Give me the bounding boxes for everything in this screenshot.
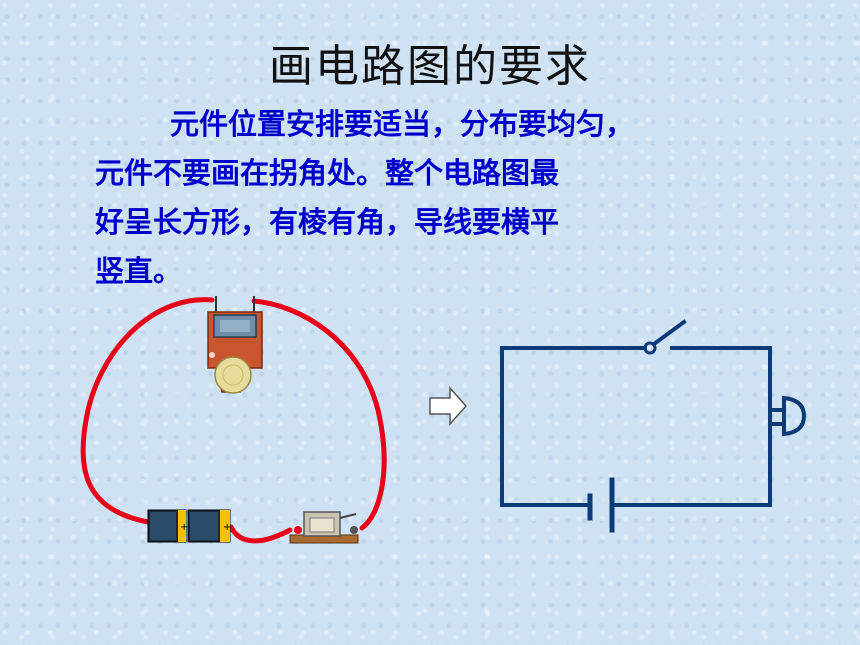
arrow-right-icon — [429, 386, 468, 426]
wire-bottom — [228, 524, 293, 544]
schematic-circuit — [500, 319, 807, 533]
text-line-2: 元件不要画在拐角处。整个电路图最 — [95, 156, 560, 190]
wire-right — [251, 298, 387, 531]
wire-left — [80, 297, 215, 525]
text-line-4: 竖直。 — [95, 254, 183, 288]
bell-icon — [207, 296, 263, 394]
schematic-wire-left — [500, 346, 647, 507]
schematic-bell — [782, 395, 807, 437]
schematic-switch-pivot — [643, 341, 657, 355]
schematic-wire-right — [670, 346, 772, 402]
requirements-text: 元件位置安排要适当，分布要均匀， 元件不要画在拐角处。整个电路图最 好呈长方形，… — [95, 100, 795, 296]
svg-text:+: + — [180, 522, 188, 533]
schematic-wire-bottom — [610, 430, 772, 507]
real-circuit — [80, 297, 387, 544]
text-line-3: 好呈长方形，有棱有角，导线要横平 — [95, 205, 560, 239]
switch-icon — [289, 511, 359, 544]
slide-title: 画电路图的要求 — [269, 41, 591, 92]
svg-text:+: + — [223, 522, 231, 533]
text-line-1: 元件位置安排要适当，分布要均匀， — [170, 107, 635, 141]
schematic-switch-blade — [651, 319, 687, 347]
battery-icon: + + — [147, 509, 231, 543]
